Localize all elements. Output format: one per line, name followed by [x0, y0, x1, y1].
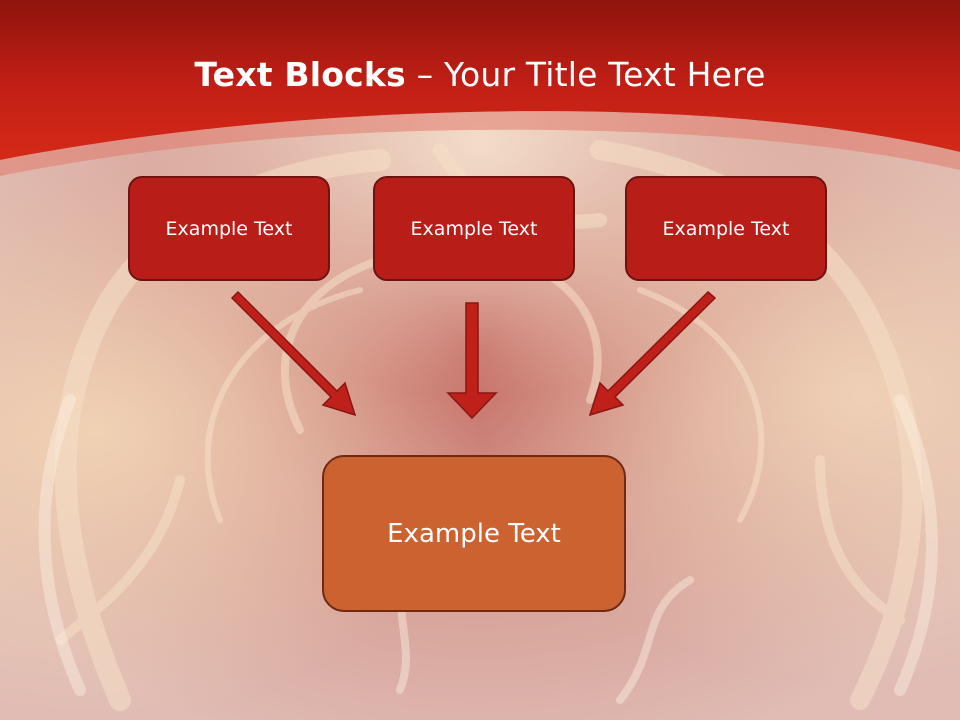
bottom-block[interactable]: Example Text — [322, 455, 626, 612]
top-right-block[interactable]: Example Text — [625, 176, 827, 281]
title-rest: Your Title Text Here — [443, 55, 766, 94]
top-right-block-label: Example Text — [662, 217, 790, 240]
top-center-block[interactable]: Example Text — [373, 176, 575, 281]
top-left-block-label: Example Text — [165, 217, 293, 240]
top-center-block-label: Example Text — [410, 217, 538, 240]
slide-title: Text Blocks – Your Title Text Here — [0, 52, 960, 98]
arrow-left — [230, 290, 357, 417]
top-left-block[interactable]: Example Text — [128, 176, 330, 281]
arrow-right — [588, 290, 717, 417]
title-bold: Text Blocks — [194, 55, 406, 94]
title-dash: – — [405, 55, 444, 94]
arrow-center — [446, 302, 498, 420]
bottom-block-label: Example Text — [387, 518, 561, 549]
